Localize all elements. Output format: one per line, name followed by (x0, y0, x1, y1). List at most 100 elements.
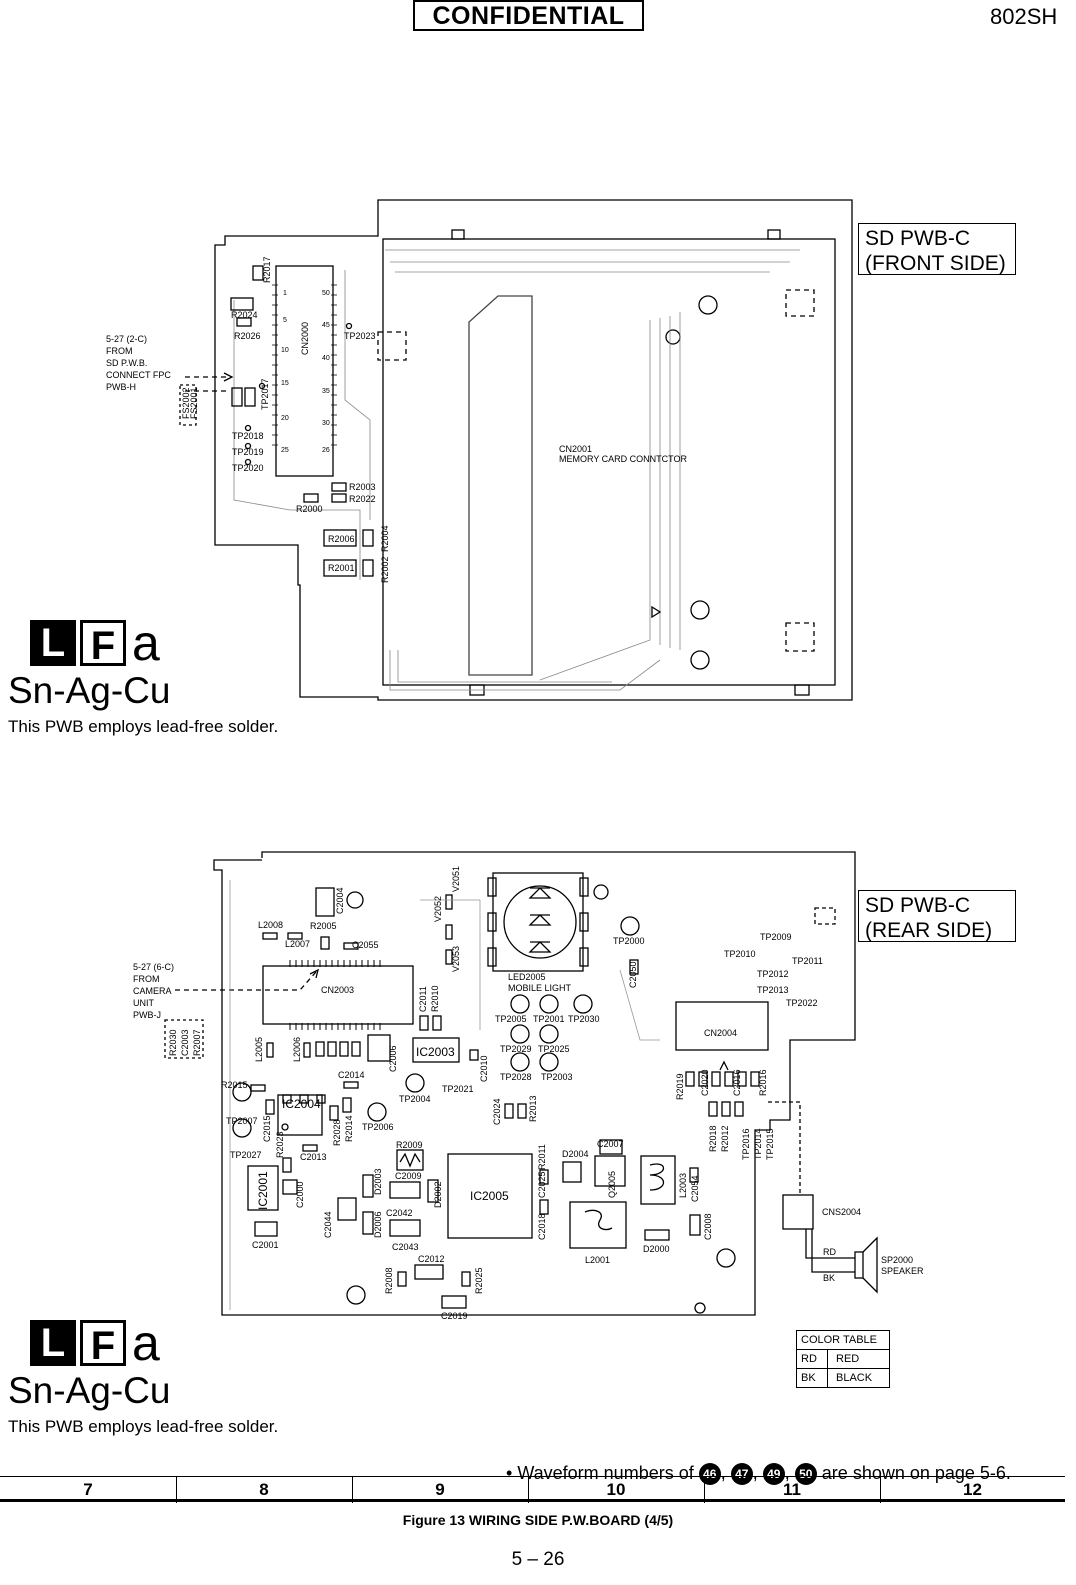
svg-text:TP2005: TP2005 (495, 1014, 527, 1024)
figure-caption: Figure 13 WIRING SIDE P.W.BOARD (4/5) (402, 1512, 674, 1528)
svg-text:CAMERA: CAMERA (133, 986, 172, 996)
memory-card-connector-body (382, 238, 836, 686)
svg-text:C2003: C2003 (180, 1029, 190, 1056)
waveform-note: • Waveform numbers of 46, 47, 49, 50 are… (506, 1463, 1011, 1486)
svg-text:TP2030: TP2030 (568, 1014, 600, 1024)
color-table-code: BK (796, 1368, 828, 1388)
svg-text:C2024: C2024 (492, 1098, 502, 1125)
svg-text:L2008: L2008 (258, 920, 283, 930)
svg-text:C2009: C2009 (395, 1171, 422, 1181)
waveform-number-badge: 47 (730, 1463, 753, 1486)
svg-text:C2006: C2006 (388, 1045, 398, 1072)
solder-alloy-rear: Sn-Ag-Cu (8, 1370, 171, 1411)
svg-text:TP2013: TP2013 (757, 985, 789, 995)
svg-text:C2001: C2001 (252, 1240, 279, 1250)
svg-text:TP2018: TP2018 (232, 431, 264, 441)
wire-bk-label: BK (823, 1273, 835, 1283)
grid-column-label: 11 (704, 1477, 881, 1503)
grid-column-label: 9 (352, 1477, 529, 1503)
svg-text:V2052: V2052 (433, 896, 443, 922)
svg-text:C2019: C2019 (441, 1311, 468, 1321)
svg-text:R2019: R2019 (675, 1073, 685, 1100)
svg-text:40: 40 (322, 355, 330, 362)
speaker-body (854, 1251, 864, 1279)
svg-text:TP2014: TP2014 (753, 1128, 763, 1160)
svg-text:V2051: V2051 (451, 866, 461, 892)
svg-text:TP2021: TP2021 (442, 1084, 474, 1094)
svg-text:R2004: R2004 (380, 525, 390, 552)
svg-text:L2006: L2006 (292, 1037, 302, 1062)
svg-text:C2042: C2042 (386, 1208, 413, 1218)
svg-text:PWB-J: PWB-J (133, 1010, 161, 1020)
grid-column-label: 12 (963, 1480, 982, 1499)
svg-text:5: 5 (283, 317, 287, 324)
svg-text:25: 25 (281, 447, 289, 454)
svg-text:R2017: R2017 (262, 256, 272, 283)
svg-text:TP2029: TP2029 (500, 1044, 532, 1054)
svg-text:IC2001: IC2001 (256, 1171, 270, 1210)
svg-text:C2004: C2004 (335, 887, 345, 914)
svg-text:15: 15 (281, 380, 289, 387)
svg-text:C2012: C2012 (418, 1254, 445, 1264)
svg-text:1: 1 (283, 290, 287, 297)
svg-text:TP2010: TP2010 (724, 949, 756, 959)
rear-board-outline (213, 851, 856, 1316)
color-table-title: COLOR TABLE (796, 1330, 890, 1350)
svg-text:D2002: D2002 (433, 1181, 443, 1208)
svg-text:TP2012: TP2012 (757, 969, 789, 979)
page-number: 5 – 26 (511, 1549, 565, 1570)
svg-text:C2008: C2008 (703, 1213, 713, 1240)
lead-free-note-front: This PWB employs lead-free solder. (8, 717, 279, 736)
svg-text:FROM: FROM (133, 974, 160, 984)
svg-text:20: 20 (281, 415, 289, 422)
grid-reference-bar: 7 8 9 10 11 12 (0, 1476, 1065, 1503)
svg-text:TP2022: TP2022 (786, 998, 818, 1008)
svg-text:R2012: R2012 (720, 1125, 730, 1152)
svg-text:R2015: R2015 (221, 1080, 248, 1090)
svg-text:IC2003: IC2003 (416, 1045, 455, 1059)
svg-text:R2023: R2023 (275, 1131, 285, 1158)
svg-text:FS2002: FS2002 (181, 387, 191, 419)
cn2004-connector (675, 1001, 769, 1051)
cn2004-label: CN2004 (704, 1028, 737, 1038)
svg-text:R2024: R2024 (231, 310, 258, 320)
svg-text:C2013: C2013 (300, 1152, 327, 1162)
svg-text:C2010: C2010 (479, 1055, 489, 1082)
svg-text:TP2001: TP2001 (533, 1014, 565, 1024)
color-table: COLOR TABLE RD RED BK BLACK (796, 1330, 890, 1388)
svg-text:R2008: R2008 (384, 1267, 394, 1294)
led2005-body (492, 872, 584, 972)
waveform-number-badge: 49 (762, 1463, 785, 1486)
l2001-inductor (569, 1201, 627, 1249)
ic2003-body (412, 1037, 460, 1063)
svg-text:R2018: R2018 (708, 1125, 718, 1152)
model-number: 802SH (990, 4, 1058, 29)
svg-text:IC2005: IC2005 (470, 1189, 509, 1203)
svg-text:C2055: C2055 (352, 940, 379, 950)
svg-text:R2002: R2002 (380, 556, 390, 583)
svg-text:FROM: FROM (106, 346, 133, 356)
svg-text:TP2016: TP2016 (741, 1128, 751, 1160)
svg-text:L2001: L2001 (585, 1255, 610, 1265)
svg-text:Q2005: Q2005 (607, 1171, 617, 1198)
svg-text:D2003: D2003 (373, 1168, 383, 1195)
svg-text:C2000: C2000 (295, 1181, 305, 1208)
svg-text:C2011: C2011 (418, 986, 428, 1012)
svg-text:TP2023: TP2023 (344, 331, 376, 341)
svg-text:R2001: R2001 (328, 563, 355, 573)
svg-text:FS2001: FS2001 (189, 387, 199, 419)
svg-text:R2000: R2000 (296, 504, 323, 514)
svg-text:TP2003: TP2003 (541, 1072, 573, 1082)
svg-text:R2007: R2007 (192, 1029, 202, 1056)
color-table-color: RED (827, 1349, 890, 1369)
svg-text:C2016: C2016 (732, 1069, 742, 1096)
svg-text:R2005: R2005 (310, 921, 337, 931)
svg-text:TP2004: TP2004 (399, 1094, 431, 1104)
svg-text:SD P.W.B.: SD P.W.B. (106, 358, 147, 368)
svg-text:C2054: C2054 (690, 1175, 700, 1202)
svg-text:R2006: R2006 (328, 534, 355, 544)
speaker-name: SP2000 (881, 1255, 913, 1265)
svg-text:D2006: D2006 (373, 1211, 383, 1238)
svg-text:R2028: R2028 (332, 1119, 342, 1146)
